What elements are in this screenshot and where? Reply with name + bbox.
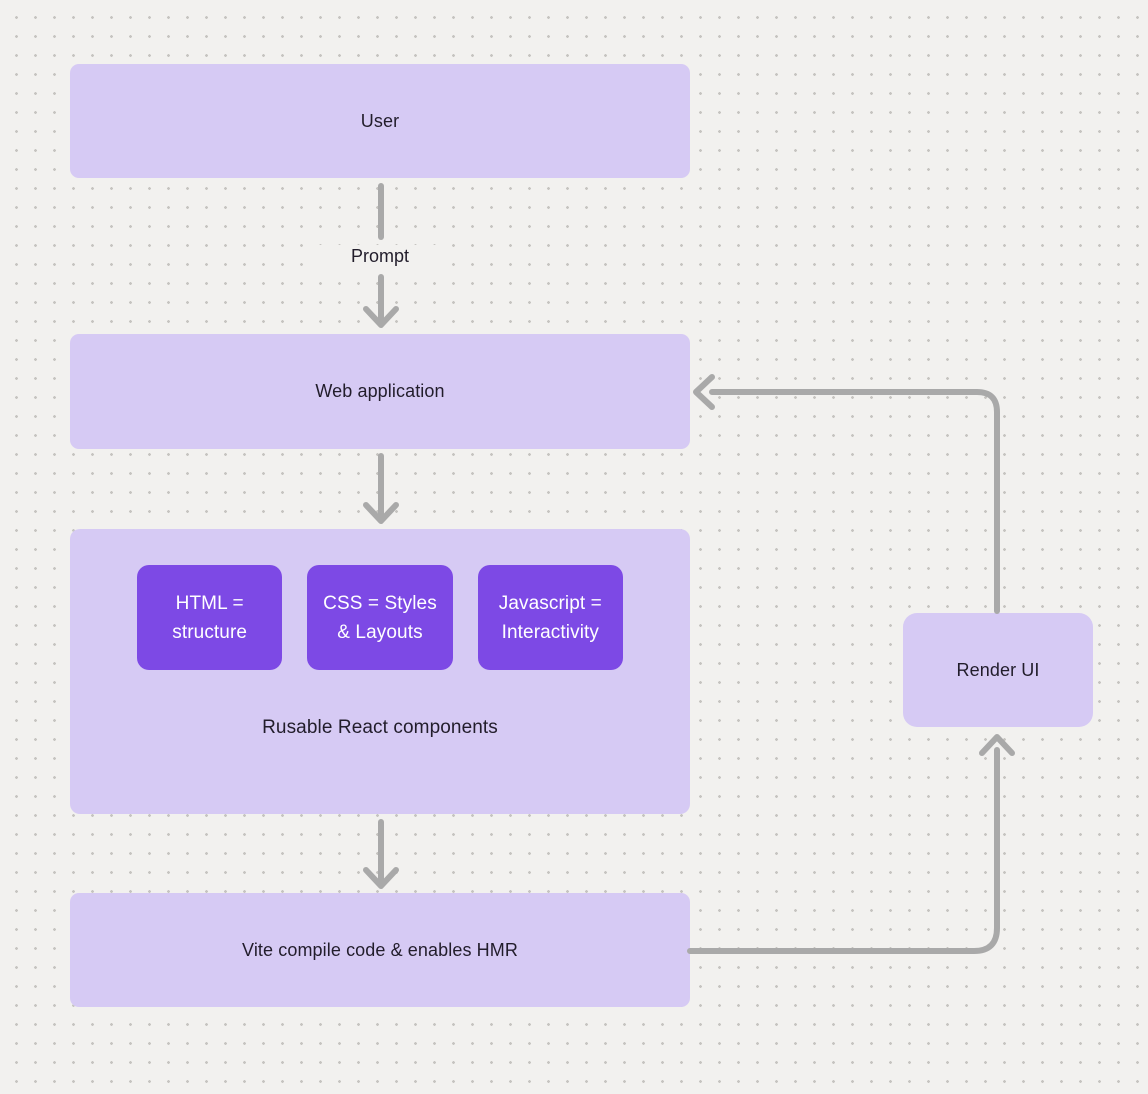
components-row: HTML = structure CSS = Styles & Layouts … (137, 565, 623, 670)
node-user-label: User (360, 110, 400, 131)
chip-javascript-line2: Interactivity (501, 621, 600, 643)
node-web-application-label: Web application (315, 381, 445, 401)
node-render-ui: Render UI (903, 613, 1093, 727)
node-web-application: Web application (70, 334, 690, 449)
chip-css-line2: & Layouts (337, 621, 423, 643)
node-user: User (70, 64, 690, 178)
chip-javascript-line1: Javascript = (498, 592, 602, 614)
chip-css: CSS = Styles & Layouts (307, 565, 453, 670)
arrow-render-to-webapp (709, 389, 1000, 614)
chip-javascript: Javascript = Interactivity (477, 565, 623, 670)
chip-html-line1: HTML = (175, 592, 244, 614)
arrowhead-down-webapp-icon (363, 306, 399, 328)
chip-html: HTML = structure (137, 565, 283, 670)
edge-label-prompt: Prompt (310, 245, 450, 268)
node-render-ui-label: Render UI (956, 659, 1040, 680)
arrowhead-left-webapp-icon (693, 374, 715, 410)
arrowhead-up-render-icon (979, 734, 1015, 756)
arrow-vite-to-render (687, 747, 1000, 954)
arrowhead-down-vite-icon (363, 867, 399, 889)
chip-css-line1: CSS = Styles (323, 592, 437, 614)
components-group-caption: Rusable React components (262, 717, 498, 738)
node-components-group: HTML = structure CSS = Styles & Layouts … (70, 529, 690, 814)
arrowhead-down-components-icon (363, 502, 399, 524)
node-vite: Vite compile code & enables HMR (70, 893, 690, 1007)
chip-html-line2: structure (172, 621, 248, 643)
node-vite-label: Vite compile code & enables HMR (242, 939, 518, 960)
